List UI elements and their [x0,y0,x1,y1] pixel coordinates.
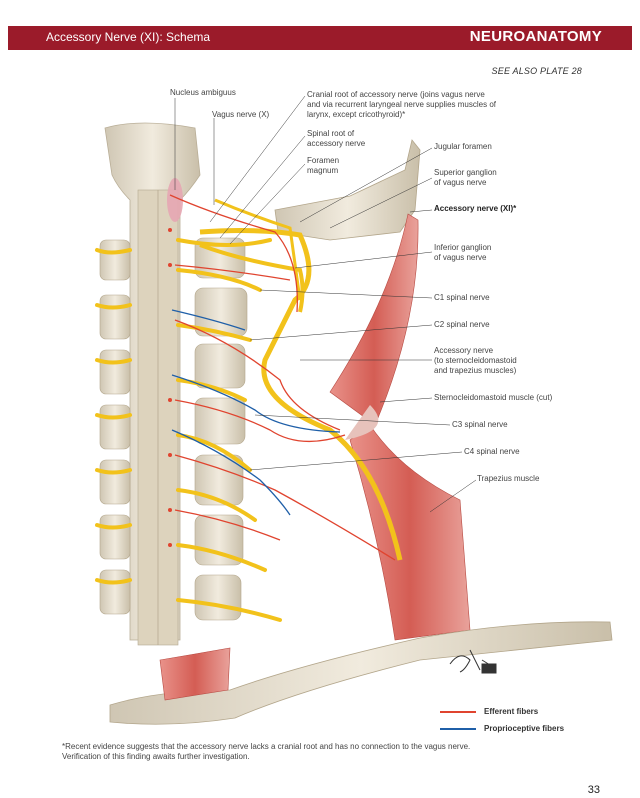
page-header-bar: Accessory Nerve (XI): Schema NEUROANATOM… [8,26,632,50]
label-accessory-nerve-xi: Accessory nerve (XI)* [434,204,517,213]
footnote: *Recent evidence suggests that the acces… [62,742,471,761]
label-c4-spinal-nerve: C4 spinal nerve [464,447,520,456]
label-jugular-foramen: Jugular foramen [434,142,492,151]
label-c3-spinal-nerve: C3 spinal nerve [452,420,508,429]
label-c1-spinal-nerve: C1 spinal nerve [434,293,490,302]
sternocleidomastoid-muscle [329,213,419,426]
legend-proprioceptive-label: Proprioceptive fibers [484,724,565,733]
nucleus-ambiguus-region [167,178,183,222]
clavicle [109,621,613,725]
legend-efferent-label: Efferent fibers [484,707,539,716]
leader-lines [174,95,477,513]
label-vagus-nerve: Vagus nerve (X) [212,110,270,119]
page-number: 33 [587,784,600,796]
efferent-fibers [169,194,396,561]
label-cranial-root: Cranial root of accessory nerve (joins v… [307,90,496,119]
proprioceptive-fibers [171,309,341,516]
fiber-legend: Efferent fibers Proprioceptive fibers [440,703,564,737]
label-nucleus-ambiguus: Nucleus ambiguus [170,88,236,97]
label-spinal-root: Spinal root of accessory nerve [307,129,366,148]
skull-base [274,139,421,241]
label-c2-spinal-nerve: C2 spinal nerve [434,320,490,329]
legend-efferent: Efferent fibers [440,703,564,720]
label-foramen-magnum: Foramen magnum [307,156,340,175]
section-title: Accessory Nerve (XI): Schema [46,30,211,44]
accessory-nerve-trunk [199,228,403,561]
vagus-nerve-path [214,198,302,301]
label-superior-ganglion: Superior ganglion of vagus nerve [434,168,497,187]
label-inferior-ganglion: Inferior ganglion of vagus nerve [434,243,492,262]
vertebrae [99,237,248,621]
label-accessory-nerve-muscles: Accessory nerve (to sternocleidomastoid … [434,346,517,375]
proprioceptive-swatch [440,727,476,730]
trapezius-muscle [349,424,471,641]
spinal-nerve-roots [95,238,282,622]
artist-signature [449,649,497,674]
efferent-swatch [440,710,476,713]
see-also-note: SEE ALSO PLATE 28 [491,66,582,76]
legend-proprioceptive: Proprioceptive fibers [440,720,564,737]
label-trapezius-muscle: Trapezius muscle [477,474,540,483]
label-sternocleidomastoid: Sternocleidomastoid muscle (cut) [434,393,553,402]
book-title: NEUROANATOMY [469,28,602,45]
